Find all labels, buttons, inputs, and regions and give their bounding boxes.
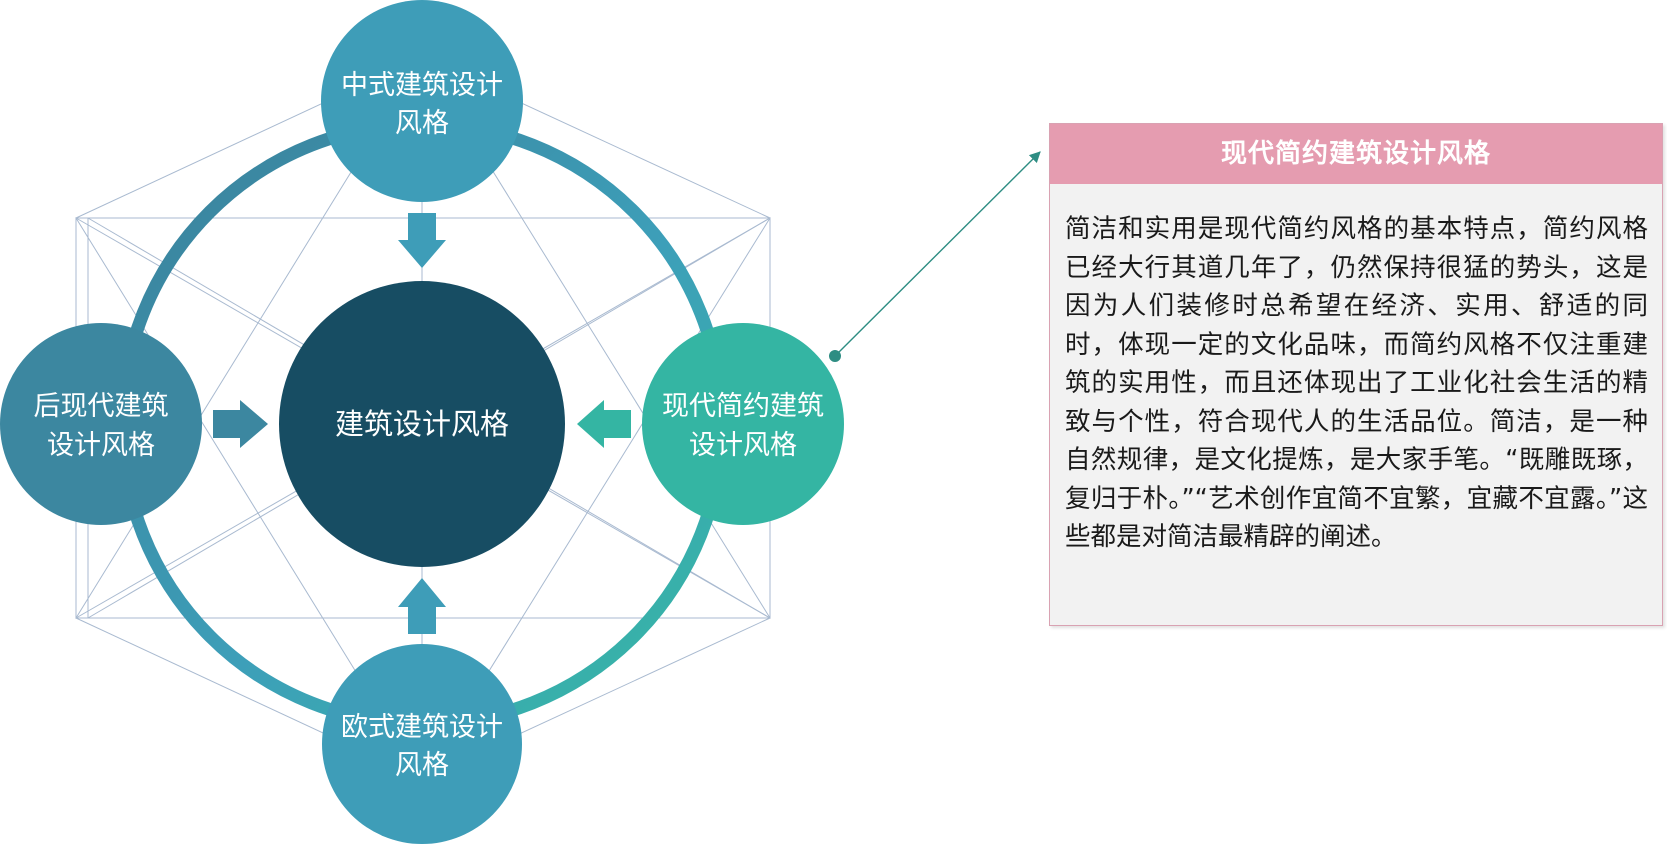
node-modern-minimal-style: 现代简约建筑 设计风格 xyxy=(642,323,844,525)
node-postmodern-style: 后现代建筑 设计风格 xyxy=(0,323,202,525)
node-modern-minimal-style-line2: 设计风格 xyxy=(689,430,797,461)
arrow-right-to-center xyxy=(577,400,631,448)
node-european-style-line2: 风格 xyxy=(395,750,449,781)
arrow-bottom-to-center xyxy=(398,578,446,634)
description-panel-title: 现代简约建筑设计风格 xyxy=(1050,124,1662,184)
center-node: 建筑设计风格 xyxy=(279,281,565,567)
node-chinese-style-line1: 中式建筑设计 xyxy=(341,70,503,101)
node-european-style-line1: 欧式建筑设计 xyxy=(341,712,503,743)
node-postmodern-style-line2: 设计风格 xyxy=(47,430,155,461)
node-chinese-style-line2: 风格 xyxy=(395,108,449,139)
description-panel-body: 简洁和实用是现代简约风格的基本特点，简约风格已经大行其道几年了，仍然保持很猛的势… xyxy=(1065,214,1648,552)
node-postmodern-style-line1: 后现代建筑 xyxy=(34,391,169,422)
node-chinese-style: 中式建筑设计 风格 xyxy=(321,0,523,202)
node-modern-minimal-style-line1: 现代简约建筑 xyxy=(662,391,824,422)
description-panel: 现代简约建筑设计风格 简洁和实用是现代简约风格的基本特点，简约风格已经大行其道几… xyxy=(1049,123,1663,626)
node-european-style: 欧式建筑设计 风格 xyxy=(322,644,522,844)
arrow-left-to-center xyxy=(213,400,268,448)
center-node-label: 建筑设计风格 xyxy=(335,407,509,441)
arrow-top-to-center xyxy=(398,213,446,268)
callout-connector xyxy=(829,151,1041,362)
